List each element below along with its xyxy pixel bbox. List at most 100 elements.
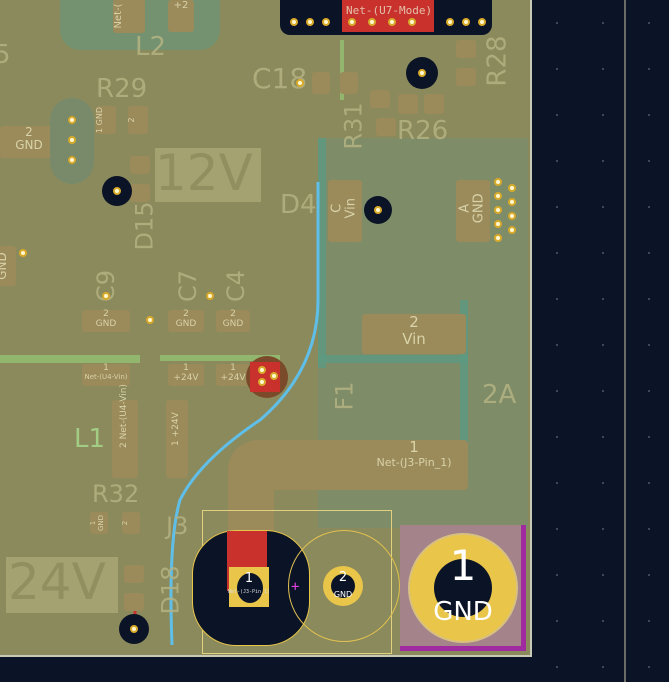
pad[interactable]: Net-(	[113, 0, 145, 33]
r31-pad[interactable]	[376, 118, 396, 136]
net-label: Net-(U7-Mode)	[346, 4, 433, 17]
pad-number: 2	[103, 309, 109, 319]
pad-number: 1	[449, 541, 477, 590]
track[interactable]	[318, 138, 326, 368]
canvas-background[interactable]	[0, 660, 534, 682]
pad[interactable]: +2	[168, 0, 194, 32]
pad-number: 1	[244, 571, 254, 586]
pad-number: C	[329, 203, 345, 213]
pad-net: Net-(J3-Pin_1)	[376, 456, 452, 469]
j3-pin-2[interactable]: 2 GND	[323, 566, 363, 606]
pad-net: +2	[173, 0, 189, 11]
pad-number: A	[457, 203, 473, 213]
pad-net: GND	[472, 193, 487, 224]
pad-number: 2	[121, 520, 129, 526]
pad-net: +24V	[220, 372, 246, 383]
pad-number: 1	[230, 363, 236, 373]
r31-pad[interactable]	[370, 90, 390, 108]
ref-d15: D15	[130, 201, 159, 251]
r29-pad-1[interactable]: 1 GND	[95, 106, 116, 134]
u7-connector[interactable]: Net-(U7-Mode)	[280, 0, 492, 35]
l1-pad-2[interactable]: 2 Net-(U4-Vin)	[112, 384, 138, 478]
d18-pad[interactable]	[124, 565, 144, 583]
ref-d4: D4	[280, 190, 317, 220]
ref-r26: R26	[397, 116, 449, 146]
r29-pad-2[interactable]: 2	[127, 106, 148, 134]
c4-pad-1[interactable]: 1+24V	[216, 363, 250, 386]
r32-pad-1[interactable]: 1 GND	[89, 512, 108, 534]
pad-net: Net-(U4-Vin)	[119, 384, 130, 440]
ref-l2: L2	[135, 32, 167, 62]
r28-pad[interactable]	[456, 68, 476, 86]
ref-r31: R31	[339, 102, 368, 150]
c7-pad-1[interactable]: 1+24V	[168, 363, 204, 386]
j3-track[interactable]	[228, 470, 274, 540]
value-12v-box: 12V	[155, 144, 261, 202]
c18-pad[interactable]	[340, 72, 358, 94]
ref-c4: C4	[222, 269, 251, 303]
pad-number: 2	[338, 570, 348, 585]
pad-net: GND	[15, 138, 43, 153]
c18-pad[interactable]	[312, 72, 330, 94]
via[interactable]	[406, 57, 438, 89]
pad-number: 1	[409, 438, 419, 456]
track[interactable]	[318, 355, 468, 363]
ref-d18: D18	[156, 565, 185, 615]
pad-number: 1	[95, 127, 104, 133]
via-cluster[interactable]	[50, 98, 94, 184]
via[interactable]	[364, 196, 392, 224]
r26-pad[interactable]	[424, 94, 444, 114]
track[interactable]	[340, 40, 344, 100]
via[interactable]	[102, 176, 132, 206]
value-2a: 2A	[482, 380, 517, 410]
thermal-vias	[492, 178, 520, 244]
pad-net: Net-(U4-Vin)	[84, 372, 128, 381]
pad-number: 2	[183, 309, 189, 319]
via-cluster-front[interactable]	[246, 356, 288, 398]
u7-pads-front	[342, 0, 434, 32]
d15-pad[interactable]	[130, 156, 150, 174]
board-edge-line	[624, 0, 626, 682]
mounting-hole[interactable]: 1 GND	[408, 533, 518, 643]
ref-j3: J3	[166, 512, 189, 540]
pad-net: GND	[96, 514, 105, 532]
track[interactable]	[460, 300, 468, 460]
ref-partial: 5	[0, 40, 11, 70]
ref-c18: C18	[252, 62, 308, 95]
ref-c7: C7	[174, 269, 203, 303]
pcb-board[interactable]: Net-(U7-Mode) L2 C18 R29 R28 R31 R26 5 1…	[0, 0, 532, 657]
d15-pad[interactable]	[130, 184, 150, 202]
pad[interactable]: GND	[0, 246, 16, 286]
value-24v-box: 24V	[6, 553, 118, 613]
pad-net: +24V	[171, 412, 182, 438]
track[interactable]	[0, 355, 140, 363]
ref-r32: R32	[92, 480, 140, 508]
pad-net: GND	[95, 318, 117, 329]
pad-net: GND	[175, 318, 197, 329]
canvas-background[interactable]	[534, 0, 669, 682]
r28-pad[interactable]	[456, 40, 476, 58]
r32-pad-2[interactable]: 2	[121, 512, 140, 534]
pad-number: 2	[127, 117, 136, 123]
ref-f1: F1	[330, 381, 359, 411]
pad-number: 2	[25, 125, 33, 139]
r26-pad[interactable]	[398, 94, 418, 114]
pad-number: 1	[183, 363, 189, 373]
via[interactable]	[119, 614, 149, 644]
l1-pad-1[interactable]: 1 +24V	[166, 400, 188, 478]
pad-net: GND	[222, 318, 244, 329]
track[interactable]	[160, 355, 280, 361]
d18-pad[interactable]	[124, 593, 144, 611]
pad-net: Vin	[344, 198, 359, 219]
ref-l1: L1	[74, 424, 106, 454]
pad-net: +24V	[173, 372, 199, 383]
